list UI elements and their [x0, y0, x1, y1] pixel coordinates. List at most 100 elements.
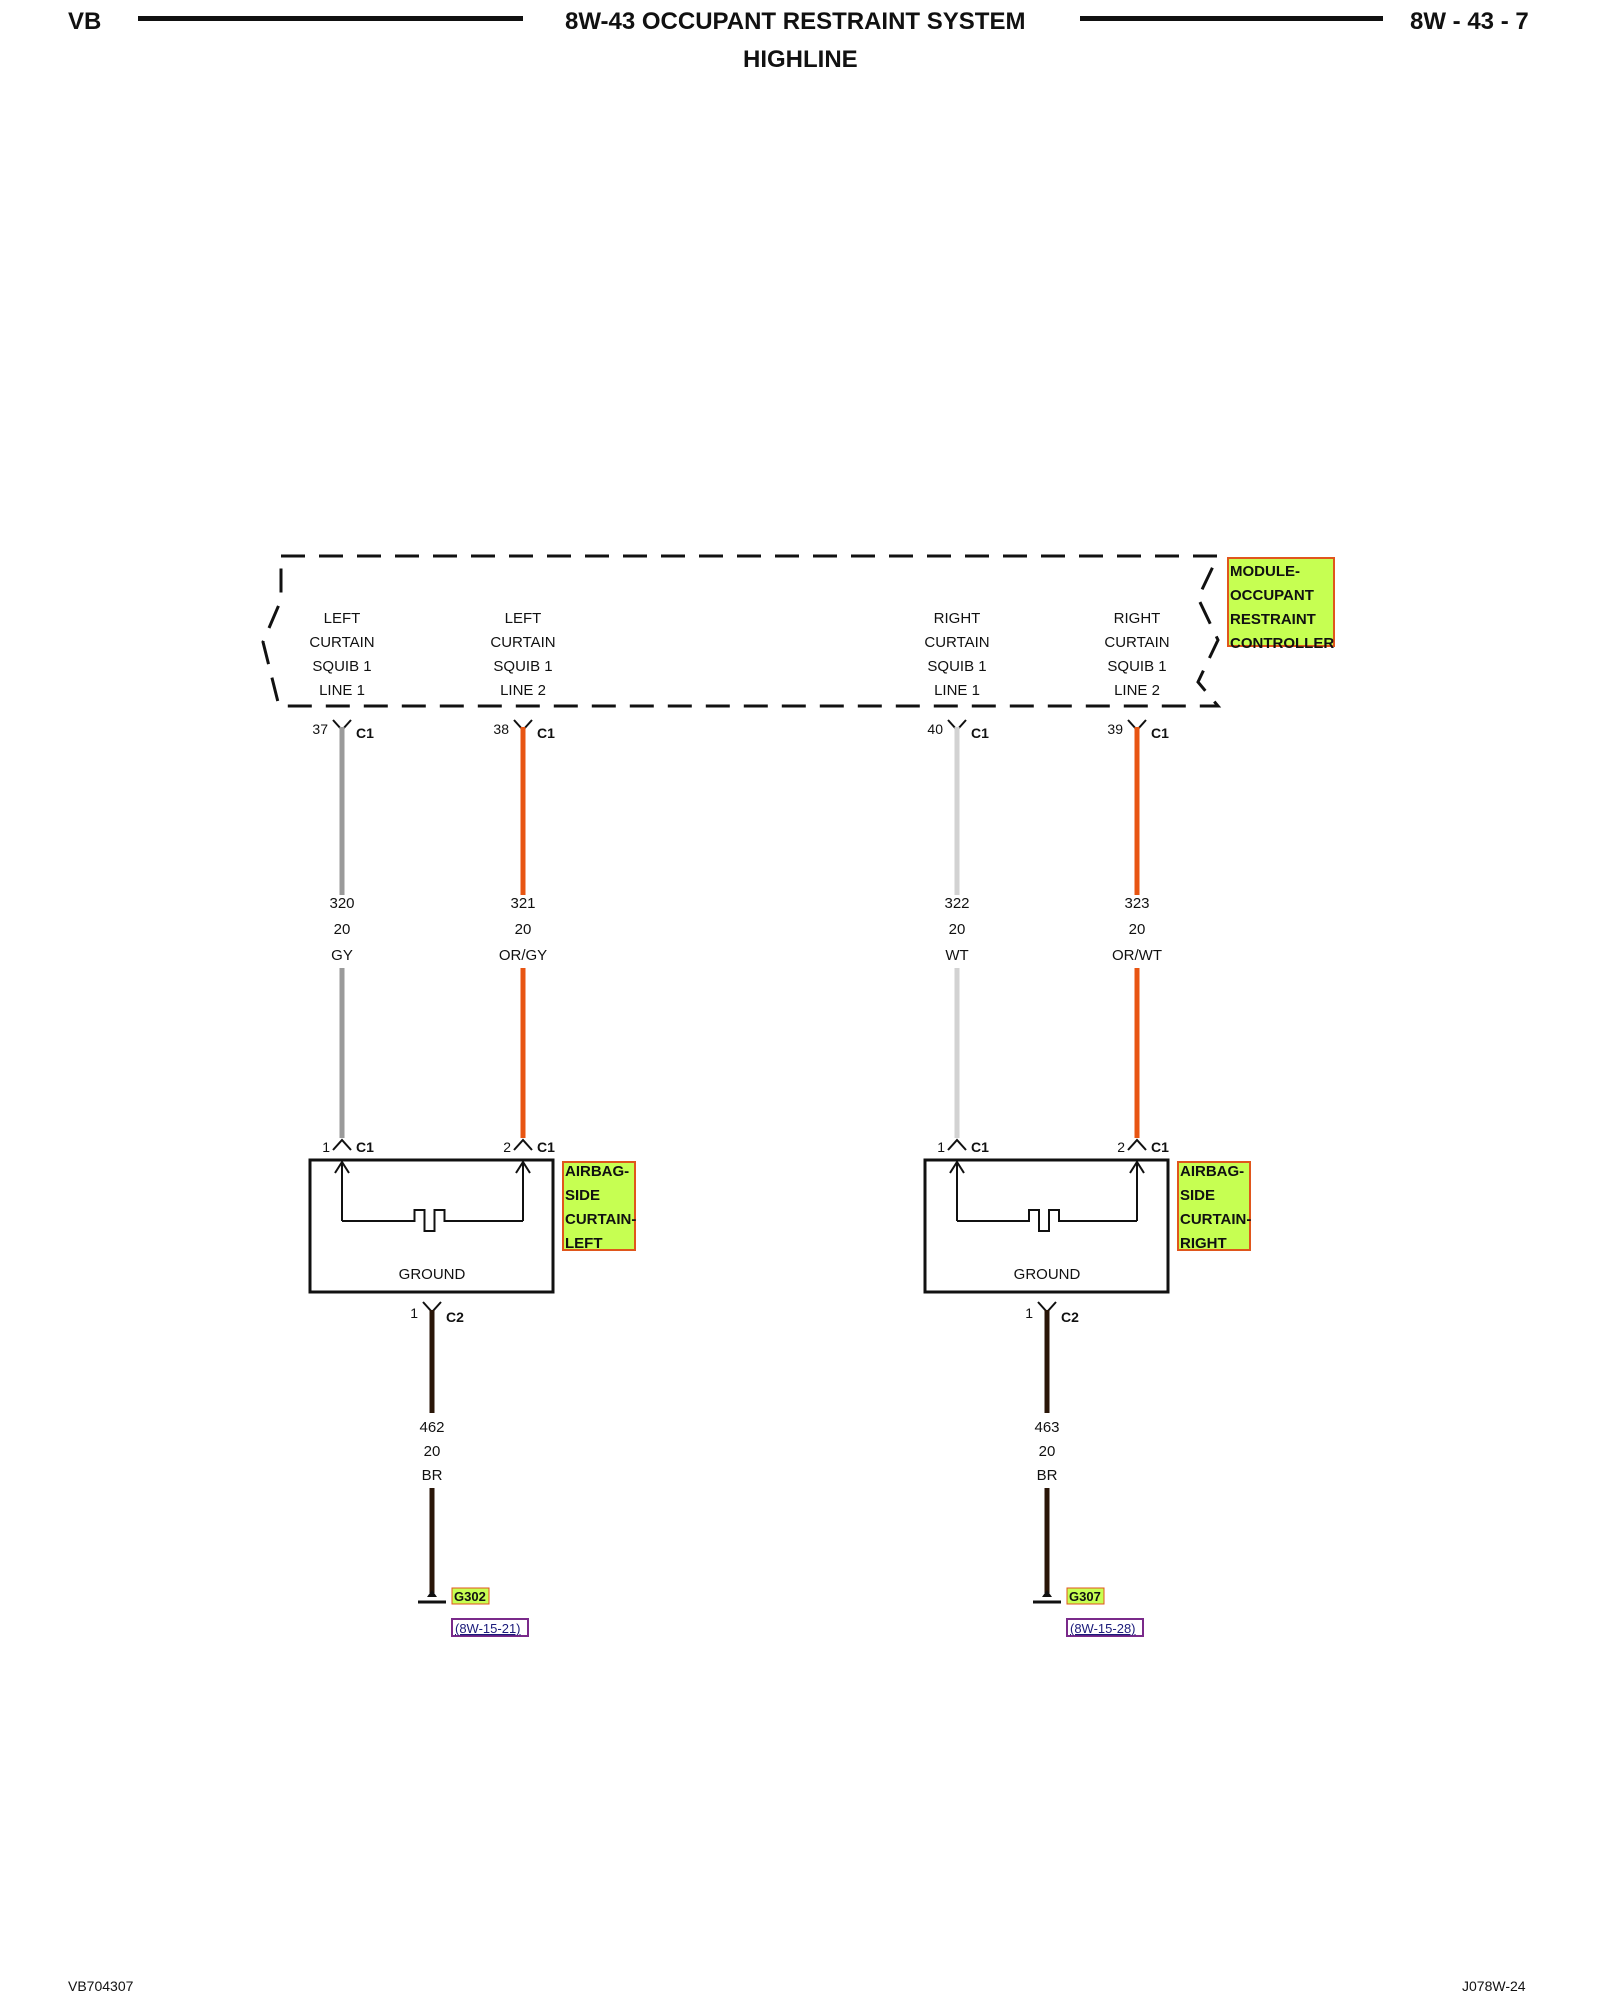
module-pin-description: LINE 1	[934, 682, 980, 699]
ground-connector-id: C2	[446, 1309, 464, 1325]
wire-gauge: 20	[1039, 1443, 1056, 1460]
airbag-component-box	[923, 1158, 1170, 1294]
ground-pin-number: 1	[1025, 1305, 1033, 1321]
module-pin-number: 39	[1107, 721, 1123, 737]
airbag-pin-number: 2	[1117, 1139, 1125, 1155]
ground-id-box	[1066, 1587, 1105, 1605]
module-pin-description: LEFT	[505, 610, 542, 627]
ground-label: GROUND	[399, 1266, 466, 1283]
wire-color-code: BR	[422, 1467, 443, 1484]
airbag-label-box	[1177, 1161, 1251, 1251]
wire-gauge: 20	[1129, 921, 1146, 938]
module-label-text: CONTROLLER	[1230, 635, 1334, 652]
ground-symbol-icon	[427, 1590, 437, 1597]
squib-lead-arrow	[515, 1160, 531, 1174]
page-reference-box	[1066, 1618, 1144, 1637]
footer-ref-code: J078W-24	[1462, 1978, 1526, 1994]
ground-label: GROUND	[1014, 1266, 1081, 1283]
connector-symbol	[1127, 1138, 1147, 1151]
page-reference-box	[451, 1618, 529, 1637]
wire-gauge: 20	[424, 1443, 441, 1460]
airbag-label-box	[562, 1161, 636, 1251]
header-rule-left	[138, 16, 523, 21]
module-pin-description: CURTAIN	[1104, 634, 1169, 651]
module-label-text: MODULE-	[1230, 563, 1300, 580]
module-connector-id: C1	[537, 725, 555, 741]
airbag-connector-id: C1	[537, 1139, 555, 1155]
module-pin-description: RIGHT	[934, 610, 981, 627]
module-pin-description: CURTAIN	[490, 634, 555, 651]
ground-id: G302	[454, 1589, 486, 1604]
wire-color-code: WT	[945, 947, 968, 964]
airbag-component-box	[308, 1158, 555, 1294]
airbag-pin-number: 1	[937, 1139, 945, 1155]
ground-connector-id: C2	[1061, 1309, 1079, 1325]
header-left-code: VB	[68, 8, 102, 35]
module-pin-description: CURTAIN	[309, 634, 374, 651]
module-pin-description: SQUIB 1	[1107, 658, 1166, 675]
page-reference-link[interactable]: (8W-15-28)	[1070, 1621, 1136, 1636]
airbag-label-text: LEFT	[565, 1235, 603, 1252]
wire-color-code: GY	[331, 947, 353, 964]
airbag-pin-number: 1	[322, 1139, 330, 1155]
module-pin-description: LINE 2	[500, 682, 546, 699]
module-pin-description: SQUIB 1	[312, 658, 371, 675]
connector-symbol	[513, 1138, 533, 1151]
page-title: 8W-43 OCCUPANT RESTRAINT SYSTEM	[565, 8, 1026, 35]
airbag-label-text: AIRBAG-	[1180, 1163, 1244, 1180]
airbag-label-text: RIGHT	[1180, 1235, 1227, 1252]
connector-symbol	[332, 1138, 352, 1151]
module-boundary	[261, 554, 1222, 708]
airbag-label-text: AIRBAG-	[565, 1163, 629, 1180]
header-rule-right	[1080, 16, 1383, 21]
module-connector-id: C1	[356, 725, 374, 741]
page-subtitle: HIGHLINE	[743, 46, 858, 73]
squib-lead-arrow	[949, 1160, 965, 1174]
squib-element-icon	[342, 1209, 523, 1232]
wire-circuit-number: 321	[510, 895, 535, 912]
module-pin-number: 37	[312, 721, 328, 737]
ground-id-box	[451, 1587, 490, 1605]
airbag-connector-id: C1	[356, 1139, 374, 1155]
airbag-pin-number: 2	[503, 1139, 511, 1155]
footer-doc-code: VB704307	[68, 1978, 134, 1994]
wire-gauge: 20	[515, 921, 532, 938]
airbag-label-text: SIDE	[1180, 1187, 1215, 1204]
squib-lead-arrow	[1129, 1160, 1145, 1174]
wire-circuit-number: 462	[419, 1419, 444, 1436]
module-pin-description: RIGHT	[1114, 610, 1161, 627]
page-reference-link[interactable]: (8W-15-21)	[455, 1621, 521, 1636]
airbag-connector-id: C1	[1151, 1139, 1169, 1155]
module-pin-description: CURTAIN	[924, 634, 989, 651]
connector-symbol	[947, 1138, 967, 1151]
module-label-text: OCCUPANT	[1230, 587, 1314, 604]
wire-gauge: 20	[949, 921, 966, 938]
airbag-label-text: CURTAIN-	[565, 1211, 636, 1228]
module-label-text: RESTRAINT	[1230, 611, 1316, 628]
wire-color-code: OR/WT	[1112, 947, 1162, 964]
wire-color-code: OR/GY	[499, 947, 547, 964]
wire-circuit-number: 322	[944, 895, 969, 912]
module-pin-number: 40	[927, 721, 943, 737]
module-pin-description: LINE 2	[1114, 682, 1160, 699]
module-pin-description: LEFT	[324, 610, 361, 627]
squib-element-icon	[957, 1209, 1137, 1232]
squib-lead-arrow	[334, 1160, 350, 1174]
module-connector-id: C1	[1151, 725, 1169, 741]
page-number: 8W - 43 - 7	[1410, 8, 1529, 35]
module-label-box	[1227, 557, 1335, 647]
module-pin-description: SQUIB 1	[927, 658, 986, 675]
module-connector-id: C1	[971, 725, 989, 741]
ground-id: G307	[1069, 1589, 1101, 1604]
airbag-label-text: CURTAIN-	[1180, 1211, 1251, 1228]
airbag-connector-id: C1	[971, 1139, 989, 1155]
wire-color-code: BR	[1037, 1467, 1058, 1484]
module-pin-number: 38	[493, 721, 509, 737]
wire-circuit-number: 463	[1034, 1419, 1059, 1436]
airbag-label-text: SIDE	[565, 1187, 600, 1204]
wire-gauge: 20	[334, 921, 351, 938]
ground-symbol-icon	[1042, 1590, 1052, 1597]
module-pin-description: SQUIB 1	[493, 658, 552, 675]
wire-circuit-number: 320	[329, 895, 354, 912]
